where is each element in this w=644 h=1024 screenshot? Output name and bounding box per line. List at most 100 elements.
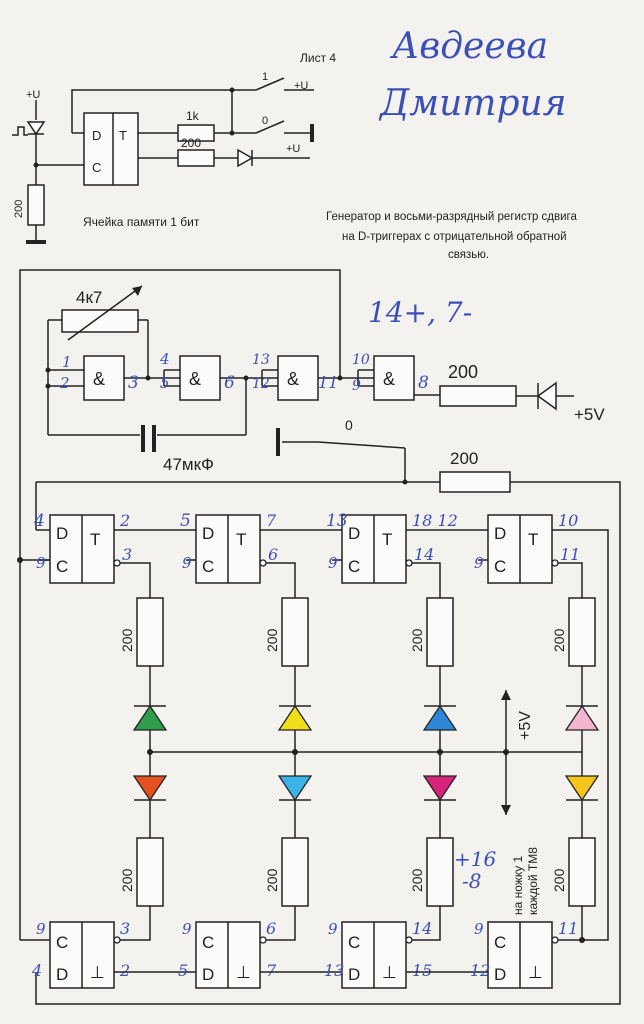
- top-led-icon-2: [277, 704, 313, 731]
- svg-text:5: 5: [160, 374, 170, 392]
- flipflop-d-label: D: [202, 965, 214, 984]
- flipflop-c-label: C: [202, 557, 214, 576]
- trimmer-resistor: [61, 309, 139, 333]
- bottom-resistor-3: [426, 837, 454, 907]
- svg-text:8: 8: [418, 373, 429, 393]
- flipflop-t-label: T: [236, 530, 246, 549]
- svg-text:1k: 1k: [186, 109, 200, 123]
- bottom-led-icon-3: [422, 775, 458, 802]
- output-wire: [120, 562, 151, 598]
- pin-number: 9: [474, 920, 484, 938]
- pin-number: 9: [182, 920, 192, 938]
- pin-number: 3: [120, 919, 130, 938]
- feedback-resistor: [439, 471, 511, 493]
- svg-text:10: 10: [352, 352, 370, 368]
- top-resistor-label: 200: [119, 628, 135, 652]
- bottom-resistor-label: 200: [409, 868, 425, 892]
- flipflop-d-label: D: [348, 965, 360, 984]
- flipflop-c-label: C: [494, 933, 506, 952]
- pin-number: 11: [558, 919, 578, 938]
- flipflop-t-label: ⊥: [90, 963, 105, 982]
- flipflop-c-label: C: [202, 933, 214, 952]
- pin-number: 15: [412, 961, 432, 980]
- pin-note-line-2: каждой ТМ8: [526, 847, 540, 915]
- pin-number: 9: [328, 554, 338, 572]
- svg-text:T: T: [119, 128, 127, 143]
- flipflop-c-label: C: [56, 933, 68, 952]
- svg-text:4: 4: [159, 350, 170, 368]
- svg-text:1: 1: [62, 353, 72, 371]
- inverted-output: [259, 559, 267, 567]
- pin-number: 7: [266, 961, 277, 980]
- generator-led-icon: [536, 381, 557, 411]
- svg-text:9: 9: [352, 378, 361, 394]
- svg-text:200: 200: [450, 449, 478, 468]
- pin-number: 9: [474, 554, 484, 572]
- svg-text:6: 6: [224, 373, 235, 393]
- output-wire: [558, 562, 583, 598]
- pin-number: 5: [178, 961, 188, 980]
- svg-text:200: 200: [181, 136, 201, 150]
- pin-number: 9: [328, 920, 338, 938]
- top-resistor-label: 200: [551, 628, 567, 652]
- trimmer-label: 4к7: [76, 288, 102, 307]
- bottom-resistor-label: 200: [551, 868, 567, 892]
- output-wire: [120, 906, 151, 941]
- top-led-icon-1: [132, 704, 168, 731]
- pin-number: 9: [36, 920, 46, 938]
- pin-number: 4: [31, 961, 42, 980]
- top-resistor-4: [568, 597, 596, 667]
- supply-arrow-up: [501, 690, 511, 700]
- generator-led-resistor: [439, 385, 517, 407]
- flipflop-c-label: C: [348, 933, 360, 952]
- svg-text:&: &: [287, 369, 299, 389]
- pin-number: 9: [182, 554, 192, 572]
- hand-pin-minus: -8: [462, 869, 481, 893]
- svg-text:&: &: [189, 369, 201, 389]
- description-line-1: Генератор и восьми-разрядный регистр сдв…: [326, 211, 577, 223]
- capacitor-label: 47мкФ: [163, 455, 214, 474]
- svg-text:+U: +U: [294, 80, 308, 92]
- inverted-output: [405, 936, 413, 944]
- pin-number: 6: [268, 545, 278, 564]
- svg-text:0: 0: [262, 115, 268, 127]
- pin-number: 14: [414, 545, 434, 564]
- nand-gate-4: [373, 355, 415, 401]
- pin-number: 6: [266, 919, 276, 938]
- flipflop-t-label: T: [382, 530, 392, 549]
- svg-text:&: &: [383, 369, 395, 389]
- svg-text:200: 200: [448, 362, 478, 382]
- top-resistor-label: 200: [409, 628, 425, 652]
- power-note: 14+, 7-: [368, 296, 472, 329]
- flipflop-d-label: D: [56, 524, 68, 543]
- svg-text:D: D: [92, 128, 101, 143]
- wrap-wire: [552, 529, 609, 941]
- inverted-output: [113, 936, 121, 944]
- pin-number: 2: [119, 961, 130, 980]
- pin-number: 3: [122, 545, 132, 564]
- flipflop-c-label: C: [56, 557, 68, 576]
- generator-circuit: 4к7 & & & & 47мкФ: [19, 269, 621, 1005]
- sheet-label: Лист 4: [300, 51, 336, 65]
- memory-cell-circuit: +U 200 D C T 1k 200: [12, 71, 314, 244]
- memory-output-led-icon: [237, 148, 254, 168]
- output-wire: [266, 906, 296, 941]
- generator-switch-label: 0: [345, 417, 353, 433]
- flipflop-d-label: D: [56, 965, 68, 984]
- pin-number: 14: [412, 919, 432, 938]
- bottom-resistor-label: 200: [264, 868, 280, 892]
- pin-number: 5: [180, 511, 191, 531]
- bottom-led-icon-2: [277, 775, 313, 802]
- pin-number: 13: [326, 511, 348, 531]
- svg-text:13: 13: [252, 352, 270, 368]
- description-line-3: связью.: [448, 249, 489, 261]
- flipflop-t-label: T: [528, 530, 538, 549]
- pin-number: 13: [324, 961, 344, 980]
- bottom-resistor-1: [136, 837, 164, 907]
- inverted-output: [551, 936, 559, 944]
- bottom-led-icon-1: [132, 775, 168, 802]
- signature-line-2: Дмитрия: [378, 83, 567, 124]
- memory-resistor-bottom-label: 200: [13, 200, 25, 218]
- flipflop-c-label: C: [494, 557, 506, 576]
